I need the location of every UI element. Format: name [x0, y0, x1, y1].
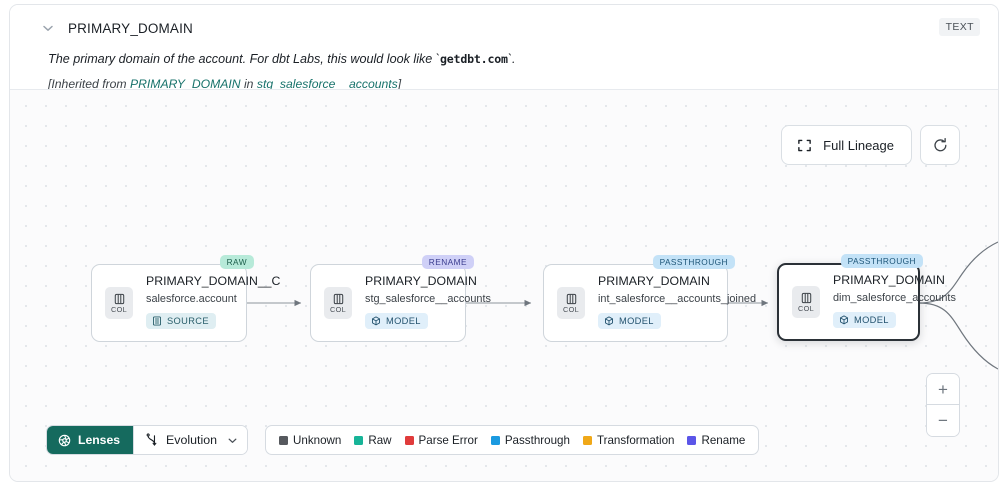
node-kind-label: SOURCE	[167, 316, 209, 327]
page-title: PRIMARY_DOMAIN	[68, 20, 193, 36]
zoom-controls: + −	[926, 373, 960, 437]
legend-label: Parse Error	[418, 433, 478, 447]
node-body: PRIMARY_DOMAIN dim_salesforce_accounts M…	[833, 274, 956, 330]
expand-icon	[797, 138, 812, 153]
evolution-icon	[145, 433, 158, 447]
refresh-button[interactable]	[920, 125, 960, 165]
node-kind-label: MODEL	[619, 316, 654, 327]
inherited-note: [Inherited from PRIMARY_DOMAIN in stg_sa…	[48, 77, 980, 92]
aperture-icon	[58, 434, 71, 447]
edge-out-lower	[918, 302, 998, 370]
column-type-icon: COL	[557, 287, 585, 319]
type-badge: TEXT	[938, 18, 980, 36]
column-type-icon: COL	[324, 287, 352, 319]
lineage-edges	[238, 241, 998, 370]
node-tag: PASSTHROUGH	[652, 255, 735, 270]
legend-label: Rename	[701, 433, 746, 447]
column-description: The primary domain of the account. For d…	[48, 52, 980, 67]
header-title-row: PRIMARY_DOMAIN	[28, 17, 980, 39]
description-code: getdbt.com	[440, 52, 508, 66]
lineage-node-selected[interactable]: PASSTHROUGH COL PRIMARY_DOMAIN dim_sales…	[777, 254, 956, 341]
node-name: PRIMARY_DOMAIN	[365, 273, 477, 288]
evolution-label: Evolution	[166, 433, 217, 447]
inherited-mid: in	[240, 77, 257, 92]
model-icon	[371, 316, 381, 326]
description-text-end: `.	[507, 52, 516, 66]
description-text: The primary domain of the account. For d…	[48, 52, 440, 66]
legend-swatch	[687, 435, 697, 445]
column-type-label: COL	[111, 304, 127, 314]
node-kind-pill: MODEL	[598, 313, 661, 330]
column-type-label: COL	[798, 303, 814, 313]
node-subtitle: dim_salesforce_accounts	[833, 292, 956, 305]
canvas-toolbar: Full Lineage	[781, 125, 960, 165]
lenses-evolution-group: Lenses Evolution	[46, 425, 248, 455]
legend-label: Passthrough	[504, 433, 570, 447]
node-tag: PASSTHROUGH	[840, 254, 923, 269]
column-type-label: COL	[563, 304, 579, 314]
node-subtitle: salesforce.account	[146, 293, 237, 306]
legend-item: Unknown	[279, 434, 341, 447]
card-header: PRIMARY_DOMAIN TEXT The primary domain o…	[10, 5, 998, 92]
legend-item: Parse Error	[404, 433, 478, 447]
chevron-down-icon	[227, 435, 238, 446]
legend-item: Raw	[354, 433, 392, 447]
inherited-prefix: [Inherited from	[48, 77, 130, 92]
inherited-model-link[interactable]: stg_salesforce__accounts	[256, 77, 398, 92]
column-type-label: COL	[330, 304, 346, 314]
legend-swatch	[354, 435, 364, 445]
lenses-label: Lenses	[78, 433, 121, 447]
column-type-icon: COL	[792, 286, 820, 318]
lenses-button[interactable]: Lenses	[47, 426, 134, 454]
node-tag: RAW	[219, 255, 254, 270]
zoom-out-button[interactable]: −	[927, 405, 959, 436]
legend-label: Raw	[368, 433, 392, 447]
node-body: PRIMARY_DOMAIN__C salesforce.account SOU…	[146, 275, 280, 331]
node-name: PRIMARY_DOMAIN__C	[146, 273, 281, 288]
legend-label: Unknown	[293, 433, 342, 447]
column-detail-card: PRIMARY_DOMAIN TEXT The primary domain o…	[9, 4, 999, 482]
node-name: PRIMARY_DOMAIN	[598, 273, 710, 288]
full-lineage-button[interactable]: Full Lineage	[781, 125, 912, 165]
node-name: PRIMARY_DOMAIN	[833, 272, 945, 287]
edge-out-upper	[918, 241, 998, 304]
node-kind-pill: MODEL	[833, 312, 896, 329]
legend-swatch	[404, 435, 414, 445]
node-kind-label: MODEL	[386, 316, 421, 327]
legend-label: Transformation	[596, 433, 675, 447]
node-subtitle: int_salesforce__accounts_joined	[598, 293, 757, 306]
legend-swatch	[582, 435, 592, 445]
lineage-legend: Unknown Raw Parse Error Passthrough	[265, 425, 760, 455]
legend-item: Transformation	[582, 433, 675, 447]
node-subtitle: stg_salesforce__accounts	[365, 293, 491, 306]
legend-swatch	[279, 435, 288, 445]
inherited-column-link[interactable]: PRIMARY_DOMAIN	[129, 77, 241, 92]
lineage-node[interactable]: PASSTHROUGH COL PRIMARY_DOMAIN int_sales…	[543, 255, 756, 342]
chevron-down-icon[interactable]	[41, 21, 55, 35]
inherited-suffix: ]	[397, 77, 402, 92]
node-kind-label: MODEL	[854, 315, 889, 326]
node-kind-pill: SOURCE	[146, 313, 216, 330]
evolution-dropdown[interactable]: Evolution	[133, 426, 247, 454]
model-icon	[839, 315, 849, 325]
legend-swatch	[490, 435, 500, 445]
node-tag: RENAME	[421, 255, 474, 270]
legend-item: Passthrough	[490, 433, 570, 447]
node-kind-pill: MODEL	[365, 313, 428, 330]
node-body: PRIMARY_DOMAIN stg_salesforce__accounts …	[365, 275, 491, 331]
model-icon	[604, 316, 614, 326]
lineage-node[interactable]: RAW COL PRIMARY_DOMAIN__C salesforce.acc…	[91, 255, 280, 342]
lineage-node[interactable]: RENAME COL PRIMARY_DOMAIN stg_salesforce…	[310, 255, 491, 342]
node-body: PRIMARY_DOMAIN int_salesforce__accounts_…	[598, 275, 756, 331]
legend-item: Rename	[687, 434, 745, 447]
zoom-in-button[interactable]: +	[927, 374, 959, 405]
lineage-canvas[interactable]: Full Lineage RAW COL	[10, 89, 998, 481]
full-lineage-label: Full Lineage	[823, 137, 894, 153]
column-type-icon: COL	[105, 287, 133, 319]
source-icon	[152, 316, 162, 326]
canvas-bottom-toolbar: Lenses Evolution U	[46, 425, 760, 455]
refresh-icon	[932, 137, 949, 154]
